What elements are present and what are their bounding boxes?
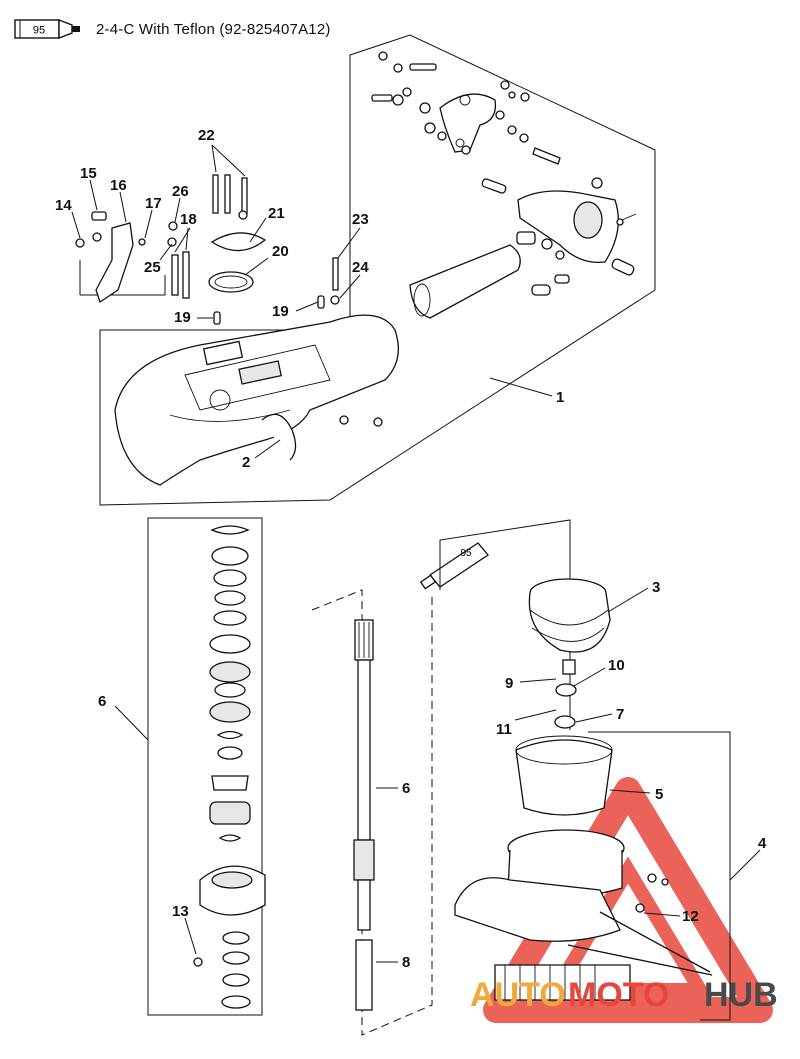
callout-25: 25: [144, 259, 161, 276]
callout-23: 23: [352, 211, 369, 228]
steering-bracket-parts: [371, 51, 637, 296]
lubricant-tube-icon: 95: [14, 18, 80, 40]
impeller-and-nozzle: [454, 578, 713, 1001]
callout-10: 10: [608, 657, 625, 674]
callout-12: 12: [682, 908, 699, 925]
shaft-group-outline: [311, 589, 433, 1036]
upper-hardware: [208, 174, 340, 325]
watermark-hub: HUB: [704, 976, 778, 1014]
callout-7: 7: [616, 706, 624, 723]
header: 95 2-4-C With Teflon (92-825407A12): [14, 14, 331, 44]
callout-9: 9: [505, 675, 513, 692]
group-outline-4: [588, 731, 731, 1021]
callout-11: 11: [496, 721, 512, 738]
left-bracket-parts: [75, 211, 190, 304]
callout-16: 16: [110, 177, 127, 194]
callout-22: 22: [198, 127, 215, 144]
callout-6-shaft: 6: [402, 780, 410, 797]
lubricant-note: 2-4-C With Teflon (92-825407A12): [96, 20, 331, 38]
callout-18: 18: [180, 211, 197, 228]
lubricant-tube-small-icon: 95: [419, 542, 489, 590]
watermark-auto: AUTO: [470, 976, 566, 1014]
callout-1: 1: [556, 389, 564, 406]
callout-8: 8: [402, 954, 410, 971]
callout-4: 4: [758, 835, 767, 852]
watermark-moto: MOTO: [568, 976, 669, 1014]
callout-13: 13: [172, 903, 189, 920]
callout-26: 26: [172, 183, 189, 200]
group-outline-6: [147, 517, 263, 1016]
bearing-stack: [193, 525, 266, 1009]
callout-5: 5: [655, 786, 663, 803]
callout-6-left: 6: [98, 693, 106, 710]
callout-21: 21: [268, 205, 285, 222]
tube-label: 95: [33, 25, 45, 37]
callout-3: 3: [652, 579, 660, 596]
callout-14: 14: [55, 197, 72, 214]
callout-24: 24: [352, 259, 369, 276]
callout-20: 20: [272, 243, 289, 260]
callout-15: 15: [80, 165, 97, 182]
callout-19-right: 19: [272, 303, 289, 320]
watermark-text: AUTO MOTO HUB: [470, 976, 778, 1014]
drive-shaft: [353, 619, 375, 1011]
callout-2: 2: [242, 454, 250, 471]
pump-housing: [114, 314, 399, 486]
small-tube-label: 95: [460, 548, 472, 559]
callouts: 1 2 3 4 5 6 6 7 8 9 10 11 12 13 14 15 16…: [55, 127, 767, 971]
group-outline-1: [99, 34, 656, 506]
sleeve-tube: [409, 244, 521, 319]
leader-lines: [71, 144, 761, 963]
callout-17: 17: [145, 195, 162, 212]
callout-19-left: 19: [174, 309, 191, 326]
